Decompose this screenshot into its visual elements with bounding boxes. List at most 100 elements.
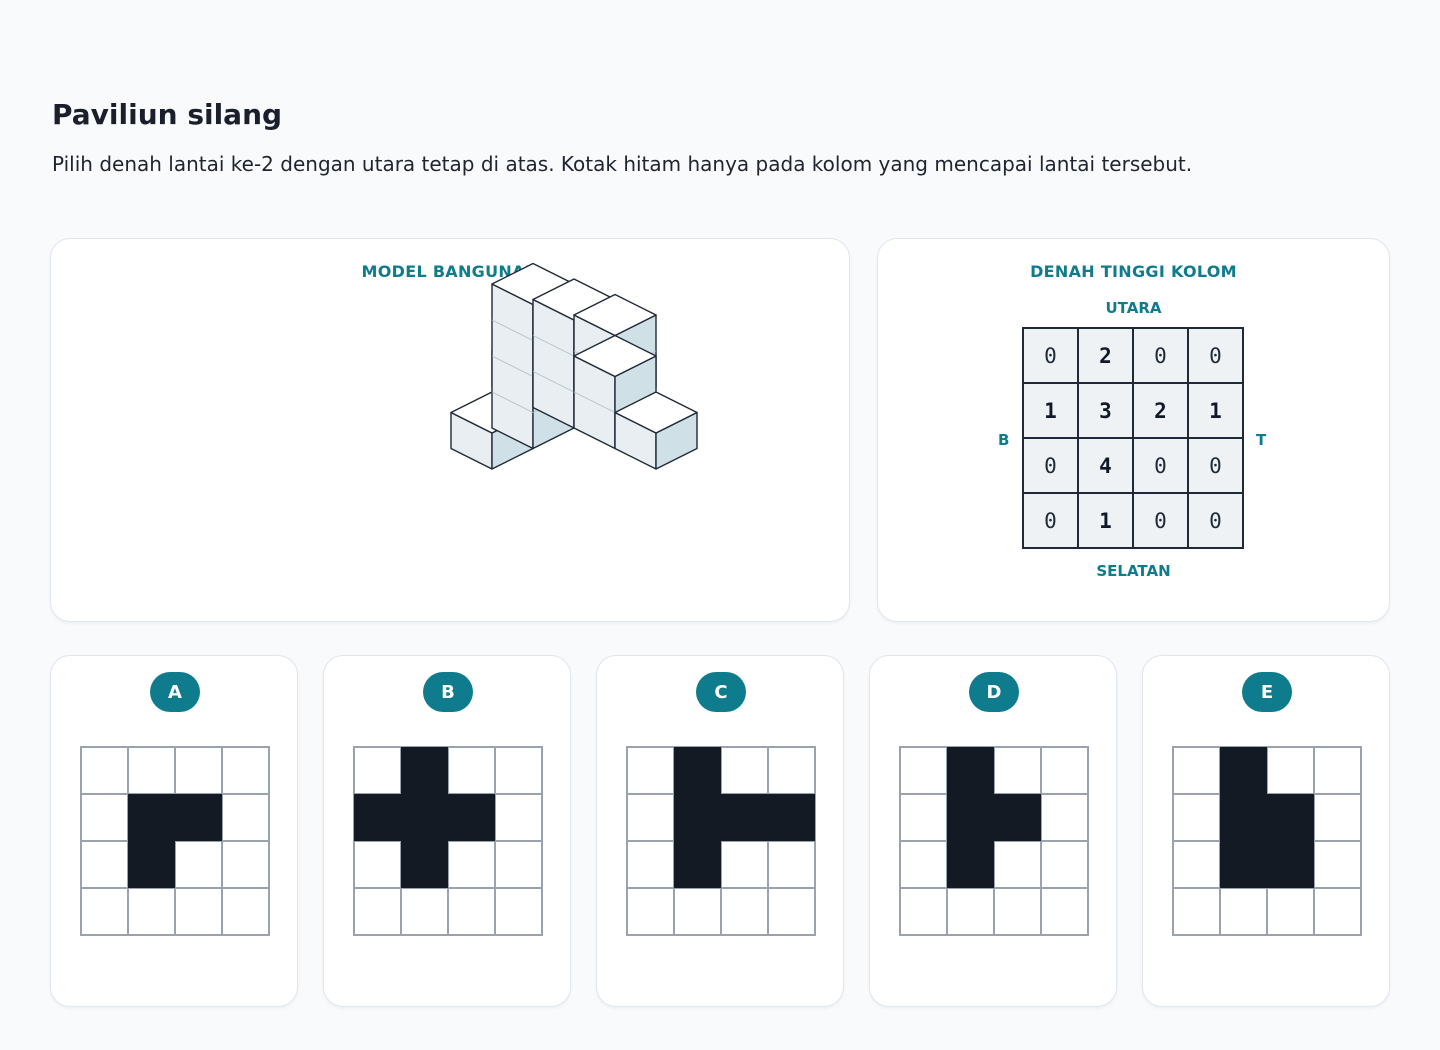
height-cell: 2 xyxy=(1133,383,1188,438)
height-cell: 0 xyxy=(1188,328,1243,383)
empty-cell xyxy=(1041,841,1088,888)
filled-cell xyxy=(401,794,448,841)
option-floor-grid xyxy=(80,746,270,936)
compass-west-label: B xyxy=(998,431,1010,449)
empty-cell xyxy=(1173,888,1220,935)
empty-cell xyxy=(1173,794,1220,841)
model-card-label: MODEL BANGUNAN xyxy=(361,262,539,281)
height-cell: 0 xyxy=(1133,328,1188,383)
empty-cell xyxy=(721,888,768,935)
cube-left-face xyxy=(532,298,575,429)
option-card-e[interactable]: E xyxy=(1142,655,1390,1007)
isometric-building-model xyxy=(450,262,698,470)
height-cell: 1 xyxy=(1023,383,1078,438)
cube-seam xyxy=(532,371,575,393)
empty-cell xyxy=(354,888,401,935)
empty-cell xyxy=(1267,747,1314,794)
empty-cell xyxy=(354,841,401,888)
option-letter-badge: C xyxy=(696,672,746,712)
filled-cell xyxy=(1220,841,1267,888)
empty-cell xyxy=(1041,888,1088,935)
filled-cell xyxy=(947,794,994,841)
empty-cell xyxy=(1173,841,1220,888)
filled-cell xyxy=(1267,794,1314,841)
empty-cell xyxy=(354,747,401,794)
filled-cell xyxy=(1220,794,1267,841)
compass-north-label: UTARA xyxy=(1105,299,1162,317)
option-floor-grid xyxy=(626,746,816,936)
cube-seam xyxy=(532,335,575,357)
empty-cell xyxy=(1314,841,1361,888)
empty-cell xyxy=(627,747,674,794)
empty-cell xyxy=(1041,794,1088,841)
height-cell: 0 xyxy=(1023,328,1078,383)
empty-cell xyxy=(222,841,269,888)
empty-cell xyxy=(994,841,1041,888)
model-card: MODEL BANGUNAN xyxy=(50,238,850,622)
filled-cell xyxy=(947,747,994,794)
empty-cell xyxy=(1220,888,1267,935)
filled-cell xyxy=(721,794,768,841)
height-cell: 0 xyxy=(1023,493,1078,548)
height-cell: 1 xyxy=(1078,493,1133,548)
filled-cell xyxy=(768,794,815,841)
height-cell: 0 xyxy=(1133,493,1188,548)
cube-top-face xyxy=(573,293,657,337)
option-card-d[interactable]: D xyxy=(869,655,1117,1007)
empty-cell xyxy=(175,747,222,794)
page-title: Paviliun silang xyxy=(52,98,283,131)
cube-seam xyxy=(491,355,534,377)
height-cell: 4 xyxy=(1078,438,1133,493)
compass-east-label: T xyxy=(1256,431,1267,449)
filled-cell xyxy=(354,794,401,841)
empty-cell xyxy=(900,841,947,888)
empty-cell xyxy=(81,888,128,935)
empty-cell xyxy=(1267,888,1314,935)
empty-cell xyxy=(448,747,495,794)
option-letter-badge: B xyxy=(423,672,473,712)
empty-cell xyxy=(495,747,542,794)
empty-cell xyxy=(1314,747,1361,794)
empty-cell xyxy=(175,841,222,888)
option-card-a[interactable]: A xyxy=(50,655,298,1007)
height-cell: 1 xyxy=(1188,383,1243,438)
empty-cell xyxy=(495,841,542,888)
empty-cell xyxy=(768,841,815,888)
empty-cell xyxy=(448,888,495,935)
empty-cell xyxy=(222,747,269,794)
empty-cell xyxy=(627,794,674,841)
empty-cell xyxy=(495,888,542,935)
height-cell: 0 xyxy=(1188,438,1243,493)
empty-cell xyxy=(175,888,222,935)
filled-cell xyxy=(994,794,1041,841)
instruction-text: Pilih denah lantai ke-2 dengan utara tet… xyxy=(52,152,1193,176)
filled-cell xyxy=(674,841,721,888)
empty-cell xyxy=(768,747,815,794)
empty-cell xyxy=(721,747,768,794)
filled-cell xyxy=(674,747,721,794)
empty-cell xyxy=(1314,888,1361,935)
empty-cell xyxy=(1173,747,1220,794)
option-floor-grid xyxy=(1172,746,1362,936)
cube-seam xyxy=(491,319,534,341)
filled-cell xyxy=(401,841,448,888)
empty-cell xyxy=(81,841,128,888)
empty-cell xyxy=(900,747,947,794)
empty-cell xyxy=(128,747,175,794)
height-cell: 0 xyxy=(1133,438,1188,493)
empty-cell xyxy=(222,794,269,841)
option-card-b[interactable]: B xyxy=(323,655,571,1007)
empty-cell xyxy=(128,888,175,935)
empty-cell xyxy=(674,888,721,935)
empty-cell xyxy=(627,841,674,888)
option-letter-badge: D xyxy=(969,672,1019,712)
empty-cell xyxy=(994,888,1041,935)
option-floor-grid xyxy=(353,746,543,936)
option-card-c[interactable]: C xyxy=(596,655,844,1007)
filled-cell xyxy=(947,841,994,888)
height-cell: 0 xyxy=(1023,438,1078,493)
empty-cell xyxy=(81,794,128,841)
height-cell: 0 xyxy=(1188,493,1243,548)
